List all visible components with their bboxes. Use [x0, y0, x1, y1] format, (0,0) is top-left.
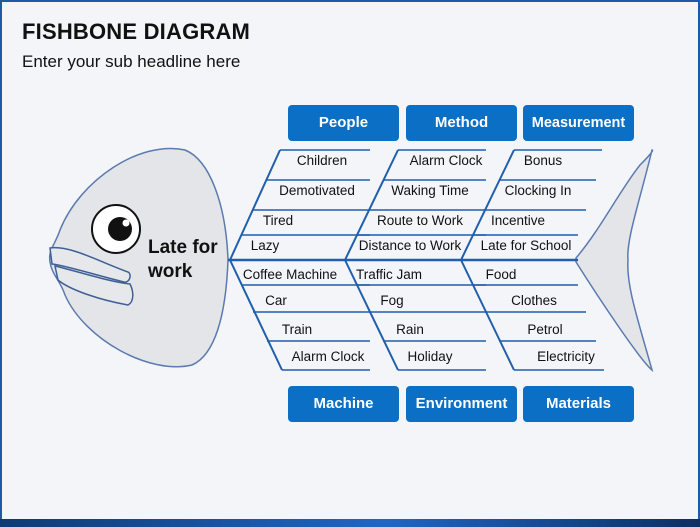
fish-eye-glint [122, 219, 130, 227]
cause-label: Traffic Jam [355, 267, 423, 282]
cause-label: Coffee Machine [242, 267, 338, 282]
cause-label: Lazy [250, 238, 280, 253]
bone-environment [344, 259, 399, 371]
category-method[interactable]: Method [406, 105, 517, 141]
cause-label: Alarm Clock [409, 153, 483, 168]
category-measurement[interactable]: Measurement [523, 105, 634, 141]
category-materials[interactable]: Materials [523, 386, 634, 422]
page-subtitle: Enter your sub headline here [22, 52, 241, 71]
cause-label: Food [485, 267, 517, 282]
bone-materials [460, 259, 515, 371]
cause-label: Rain [396, 322, 424, 337]
cause-label: Demotivated [279, 183, 355, 198]
fish-lip-upper [49, 246, 131, 283]
category-people[interactable]: People [288, 105, 399, 141]
bone-measurement [460, 149, 515, 261]
cause-label: Distance to Work [358, 238, 462, 253]
footer-accent-bar [0, 519, 700, 527]
bone-method [344, 149, 399, 261]
cause-label: Fog [380, 293, 404, 308]
cause-label: Waking Time [391, 183, 469, 198]
bone-machine [229, 259, 283, 371]
cause-label: Petrol [527, 322, 563, 337]
effect-label: Late for work [148, 237, 218, 282]
cause-label: Train [281, 322, 313, 337]
cause-label: Alarm Clock [291, 349, 365, 364]
category-machine[interactable]: Machine [288, 386, 399, 422]
cause-label: Bonus [523, 153, 563, 168]
cause-label: Route to Work [376, 213, 464, 228]
cause-label: Children [296, 153, 348, 168]
fish-head [48, 147, 229, 368]
cause-label: Electricity [537, 349, 595, 364]
fish-tail [575, 149, 654, 373]
cause-label: Tired [262, 213, 294, 228]
category-environment[interactable]: Environment [406, 386, 517, 422]
bone-people [229, 149, 281, 261]
page-title: FISHBONE DIAGRAM [22, 19, 251, 44]
cause-label: Incentive [490, 213, 546, 228]
cause-label: Holiday [407, 349, 453, 364]
cause-label: Late for School [480, 238, 572, 253]
cause-label: Car [265, 293, 287, 308]
cause-label: Clothes [511, 293, 557, 308]
fish-lip-lower [54, 264, 134, 306]
cause-label: Clocking In [504, 183, 572, 198]
